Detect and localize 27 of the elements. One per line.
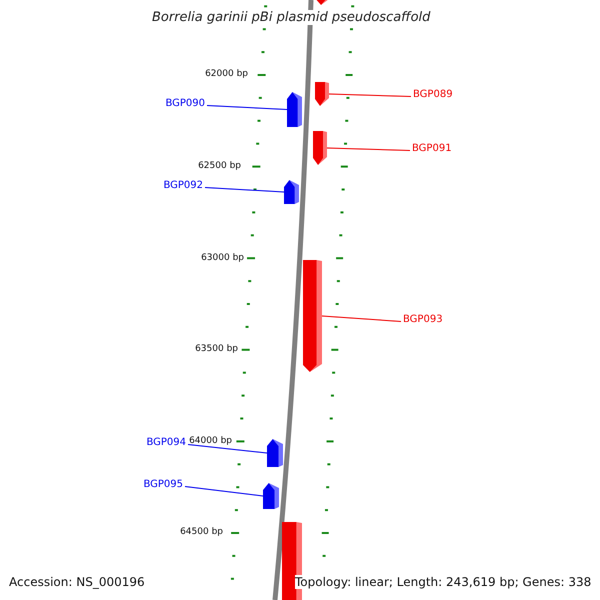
gene-label: BGP095 [143,479,183,490]
gene-label: BGP092 [163,180,203,191]
position-label: 63000 bp [201,253,244,263]
position-label: 63500 bp [195,344,238,354]
gene-block [263,483,279,509]
position-label: 64500 bp [180,527,223,537]
position-label: 62000 bp [205,69,248,79]
gene-block [284,180,299,204]
position-label: 64000 bp [189,436,232,446]
position-label: 62500 bp [198,161,241,171]
footer-text: Topology: linear; Length: 243,619 bp; Genes: 338 [295,575,592,589]
leader-line [322,316,402,322]
gene-block [315,82,329,106]
gene-label: BGP090 [165,98,205,109]
gene-block [287,92,302,127]
gene-block [267,439,283,467]
title: Borrelia garinii pBi plasmid pseudoscaffold [150,10,432,25]
gene-label: BGP094 [146,437,186,448]
gene-label: BGP093 [403,314,443,325]
gene-block [303,260,322,372]
leader-line [206,105,288,110]
leader-line [328,94,412,97]
footer-text: Accession: NS_000196 [9,575,145,589]
gene-block [313,131,327,165]
gene-label: BGP089 [413,89,453,100]
gene-label: BGP091 [412,143,452,154]
leader-line [326,148,410,151]
